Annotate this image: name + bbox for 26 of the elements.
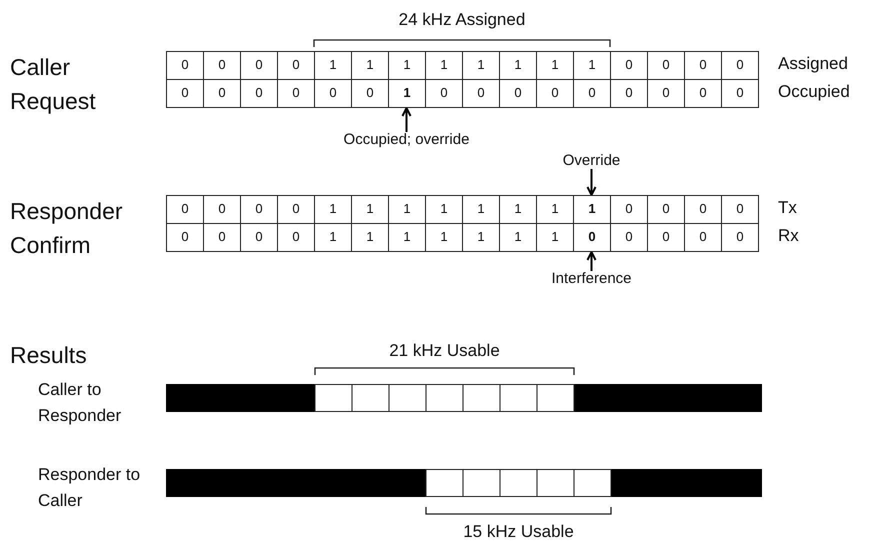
row-label: Assigned [778, 54, 848, 74]
section-heading: Responder Confirm [10, 197, 124, 260]
bit-cell: 0 [721, 51, 759, 80]
row-label: Caller to Responder [38, 379, 122, 427]
bit-cell: 0 [166, 79, 204, 108]
arrow [402, 107, 412, 132]
annotation-label: Occupied; override [326, 131, 486, 149]
bit-cell: 0 [166, 223, 204, 252]
bit-cell: 0 [721, 195, 759, 224]
row-label: Responder to Caller [38, 464, 142, 512]
row-label: Occupied [778, 82, 850, 102]
bit-cell: 0 [166, 195, 204, 224]
annotation-label: Interference [512, 270, 672, 288]
bit-cell: 0 [721, 79, 759, 108]
arrow [586, 251, 596, 271]
row-label: Tx [778, 198, 797, 218]
bracket-label: 21 kHz Usable [388, 341, 501, 361]
arrow [586, 169, 596, 196]
bracket-label: 24 kHz Assigned [398, 10, 526, 30]
row-label: Rx [778, 226, 799, 246]
bit-cell: 0 [166, 51, 204, 80]
bracket-label: 15 kHz Usable [462, 522, 575, 542]
bit-cell: 0 [721, 223, 759, 252]
section-heading: Results [10, 342, 87, 369]
section-heading: Caller Request [10, 53, 97, 116]
annotation-label: Override [512, 152, 672, 170]
